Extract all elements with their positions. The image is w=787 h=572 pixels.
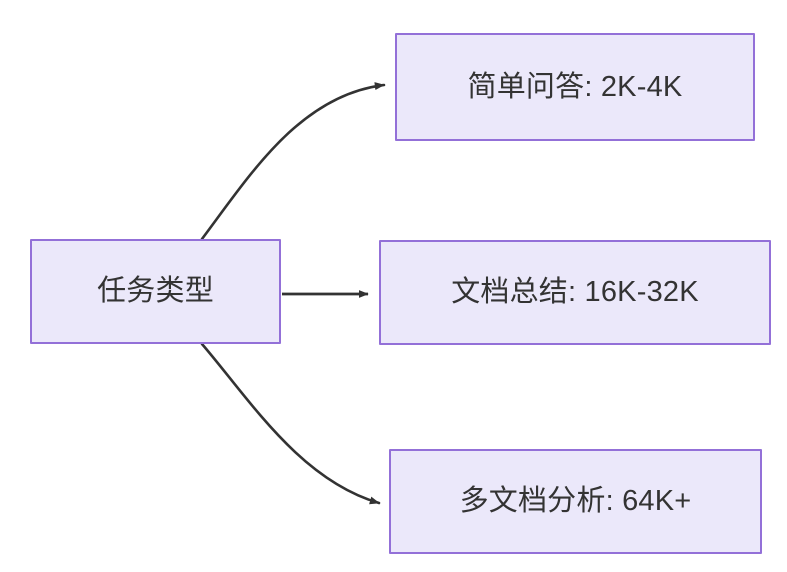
node-multi-doc[interactable]: 多文档分析: 64K+ <box>389 449 762 554</box>
node-multi-doc-label: 多文档分析: 64K+ <box>459 485 692 518</box>
edge-root-to-multi-doc <box>200 342 381 505</box>
node-simple-qa[interactable]: 简单问答: 2K-4K <box>395 33 755 141</box>
node-doc-summary[interactable]: 文档总结: 16K-32K <box>379 240 771 345</box>
edge-root-to-simple-qa <box>200 82 386 241</box>
node-task-type[interactable]: 任务类型 <box>30 239 281 344</box>
node-task-type-label: 任务类型 <box>97 275 214 308</box>
node-doc-summary-label: 文档总结: 16K-32K <box>451 276 699 309</box>
node-simple-qa-label: 简单问答: 2K-4K <box>467 70 683 103</box>
